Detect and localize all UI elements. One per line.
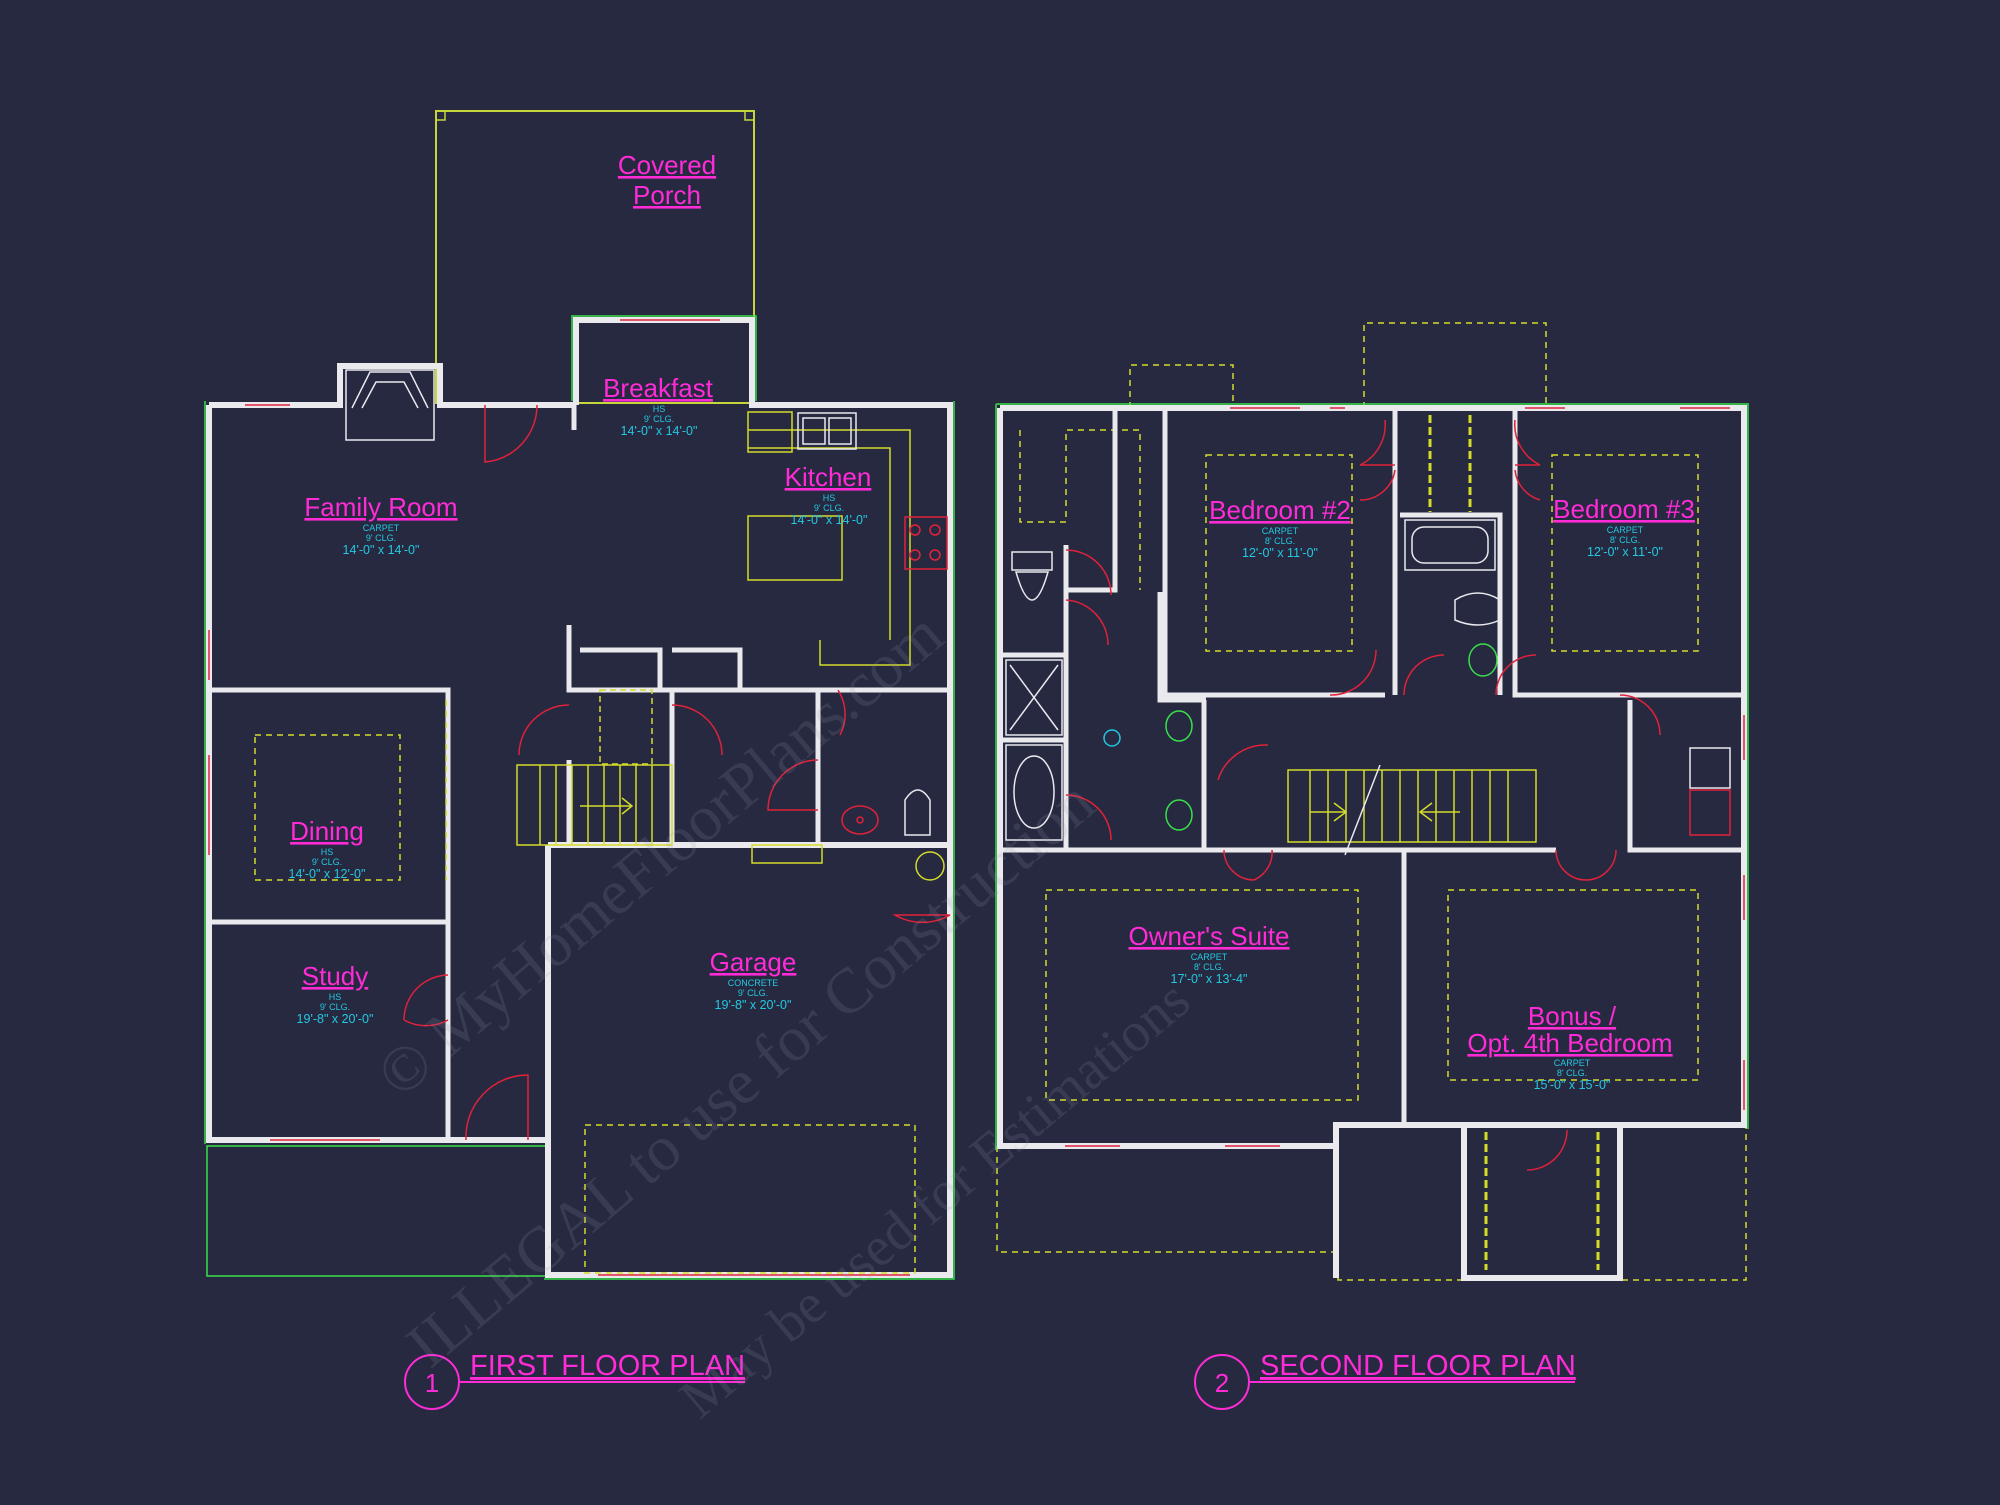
garage-size: 19'-8" x 20'-0" xyxy=(715,998,792,1012)
covered-porch-label-1: Covered xyxy=(618,150,716,180)
bedroom2-label: Bedroom #2 xyxy=(1209,495,1351,525)
first-floor-title: FIRST FLOOR PLAN xyxy=(470,1350,745,1382)
bedroom3-floor: CARPET xyxy=(1607,525,1644,535)
fireplace xyxy=(345,369,435,441)
family-room-ceiling: 9' CLG. xyxy=(366,533,396,543)
dining-size: 14'-0" x 12'-0" xyxy=(289,867,366,881)
family-room-label: Family Room xyxy=(304,492,457,522)
breakfast-floor: HS xyxy=(653,404,666,414)
dining-floor: HS xyxy=(321,847,334,857)
kitchen-sink xyxy=(797,412,857,450)
garage-floor: CONCRETE xyxy=(728,978,779,988)
breakfast-label: Breakfast xyxy=(603,373,714,403)
garage-label: Garage xyxy=(710,947,797,977)
bonus-floor: CARPET xyxy=(1554,1058,1591,1068)
breakfast-ceiling: 9' CLG. xyxy=(644,414,674,424)
bedroom3-ceiling: 8' CLG. xyxy=(1610,535,1640,545)
study-label: Study xyxy=(302,961,369,991)
second-floor-doors xyxy=(1065,407,1745,1171)
dining-ceiling: 9' CLG. xyxy=(312,857,342,867)
bedroom3-label: Bedroom #3 xyxy=(1553,494,1695,524)
porch-post-right xyxy=(744,110,755,121)
kitchen-label: Kitchen xyxy=(785,462,872,492)
bonus-ceiling: 8' CLG. xyxy=(1557,1068,1587,1078)
kitchen-ceiling: 9' CLG. xyxy=(814,503,844,513)
watermark: © MyHomeFloorPlans.com ILLEGAL to use fo… xyxy=(363,598,1201,1430)
kitchen-counters xyxy=(747,411,911,666)
bonus-size: 15'-0" x 15'-0" xyxy=(1534,1078,1611,1092)
second-floor-number: 2 xyxy=(1215,1368,1229,1398)
owners-suite-label: Owner's Suite xyxy=(1128,921,1289,951)
second-floor-interior-walls xyxy=(1000,408,1744,1125)
kitchen-floor: HS xyxy=(823,493,836,503)
second-floor-closets xyxy=(1428,415,1600,1270)
breakfast-size: 14'-0" x 14'-0" xyxy=(621,424,698,438)
first-floor-number: 1 xyxy=(425,1368,439,1398)
first-floor-stairs xyxy=(516,689,673,846)
second-floor-title: SECOND FLOOR PLAN xyxy=(1260,1350,1576,1382)
second-floor-bath-fixtures xyxy=(1005,519,1731,841)
garage-ceiling: 9' CLG. xyxy=(738,988,768,998)
first-floor-doors xyxy=(208,319,951,1276)
family-room-floor: CARPET xyxy=(363,523,400,533)
porch-post-left xyxy=(435,110,446,121)
second-floor-plan xyxy=(995,322,1749,1281)
bedroom2-ceiling: 8' CLG. xyxy=(1265,536,1295,546)
first-floor-outline-trim xyxy=(204,315,955,1280)
bedroom3-size: 12'-0" x 11'-0" xyxy=(1587,545,1663,559)
second-floor-projections xyxy=(996,322,1747,1281)
first-floor-plan xyxy=(204,110,955,1280)
bonus-label-1: Bonus / xyxy=(1528,1001,1617,1031)
owners-suite-floor: CARPET xyxy=(1191,952,1228,962)
first-floor-dashed-areas xyxy=(254,700,916,1274)
covered-porch-outline xyxy=(435,110,755,404)
plan-titles: 1 FIRST FLOOR PLAN 2 SECOND FLOOR PLAN xyxy=(404,1350,1576,1410)
study-size: 19'-8" x 20'-0" xyxy=(297,1012,374,1026)
bonus-label-2: Opt. 4th Bedroom xyxy=(1467,1028,1672,1058)
study-ceiling: 9' CLG. xyxy=(320,1002,350,1012)
second-floor-stairs xyxy=(1287,764,1537,856)
powder-room-fixtures xyxy=(751,789,945,881)
study-floor: HS xyxy=(329,992,342,1002)
dining-label: Dining xyxy=(290,816,364,846)
kitchen-size: 14'-0" x 14'-0" xyxy=(791,513,868,527)
owners-suite-size: 17'-0" x 13'-4" xyxy=(1171,972,1248,986)
cooktop xyxy=(904,516,948,570)
family-room-size: 14'-0" x 14'-0" xyxy=(343,543,420,557)
second-floor-outline-trim xyxy=(995,403,1749,1150)
bedroom2-size: 12'-0" x 11'-0" xyxy=(1242,546,1318,560)
bedroom2-floor: CARPET xyxy=(1262,526,1299,536)
room-labels: Covered Porch Breakfast HS 9' CLG. 14'-0… xyxy=(289,150,1695,1092)
owners-suite-ceiling: 8' CLG. xyxy=(1194,962,1224,972)
covered-porch-label-2: Porch xyxy=(633,180,701,210)
